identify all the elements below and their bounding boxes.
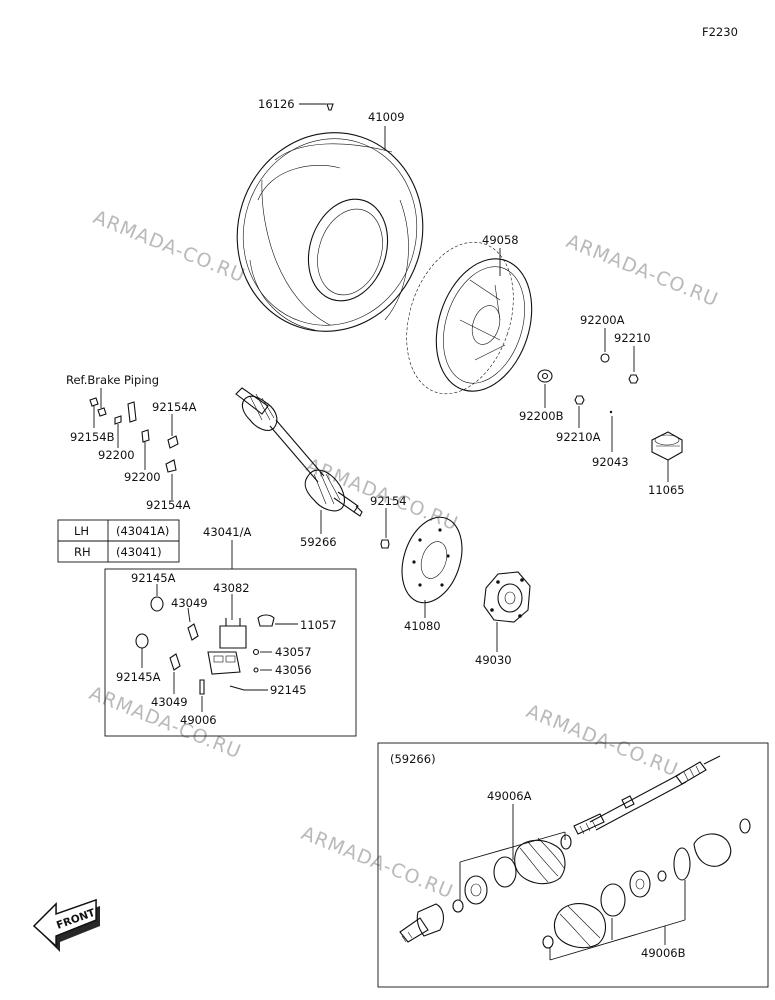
label-92154B: 92154B xyxy=(70,430,115,444)
label-49006: 49006 xyxy=(180,713,217,727)
label-92200B: 92200B xyxy=(519,409,564,423)
side-table-lh-part: (43041A) xyxy=(116,524,169,538)
label-92210A: 92210A xyxy=(556,430,601,444)
caliper-box xyxy=(104,568,357,737)
front-arrow-icon: FRONT xyxy=(32,899,100,952)
hub-drawing xyxy=(483,571,531,623)
brake-disc-drawing xyxy=(401,516,463,604)
label-43056: 43056 xyxy=(275,663,312,677)
label-92145: 92145 xyxy=(270,683,307,697)
label-92210: 92210 xyxy=(614,331,651,345)
label-49058: 49058 xyxy=(482,233,519,247)
side-table: LH (43041A) RH (43041) xyxy=(57,519,180,563)
label-49006A: 49006A xyxy=(487,789,532,803)
shaft-detail-drawing xyxy=(399,755,751,949)
label-92154A-bot: 92154A xyxy=(146,498,191,512)
valve-stem-drawing xyxy=(326,103,334,111)
bolt-92154-drawing xyxy=(380,539,390,549)
label-49030: 49030 xyxy=(475,653,512,667)
detail-leaders xyxy=(459,804,686,961)
watermark-2: ARMADA-CO.RU xyxy=(563,230,721,311)
figure-code: F2230 xyxy=(702,25,738,39)
ref-brake-piping: Ref.Brake Piping xyxy=(66,373,159,387)
hardware-right xyxy=(537,353,639,414)
label-43049-bot: 43049 xyxy=(151,695,188,709)
label-41009: 41009 xyxy=(368,110,405,124)
label-43041A: 43041/A xyxy=(203,525,251,539)
label-92145A-top: 92145A xyxy=(131,571,176,585)
label-92200A: 92200A xyxy=(580,313,625,327)
detail-box xyxy=(377,742,769,988)
drive-shaft-drawing xyxy=(235,387,363,517)
label-43057: 43057 xyxy=(275,645,312,659)
label-59266: 59266 xyxy=(300,535,337,549)
caliper-leaders xyxy=(141,584,298,712)
watermark-1: ARMADA-CO.RU xyxy=(90,206,248,287)
label-92043: 92043 xyxy=(592,455,629,469)
label-92154: 92154 xyxy=(370,494,407,508)
side-table-lh: LH xyxy=(74,524,89,538)
hub-nut-drawing xyxy=(651,431,683,461)
label-92200-1: 92200 xyxy=(98,448,135,462)
label-92145A-bot: 92145A xyxy=(116,670,161,684)
label-11057: 11057 xyxy=(300,618,337,632)
label-41080: 41080 xyxy=(404,619,441,633)
label-16126: 16126 xyxy=(258,97,295,111)
wheel-drawing xyxy=(406,241,533,395)
label-43049-top: 43049 xyxy=(171,596,208,610)
label-49006B: 49006B xyxy=(641,946,686,960)
label-43082: 43082 xyxy=(213,581,250,595)
watermark-6: ARMADA-CO.RU xyxy=(298,822,456,903)
tire-drawing xyxy=(236,132,424,332)
brake-piping-parts xyxy=(89,388,179,500)
leaders-top xyxy=(299,103,669,482)
watermark-5: ARMADA-CO.RU xyxy=(523,700,681,781)
detail-box-label: (59266) xyxy=(390,752,436,766)
label-92154A-top: 92154A xyxy=(152,400,197,414)
side-table-rh-part: (43041) xyxy=(116,545,162,559)
caliper-parts xyxy=(135,596,275,695)
label-11065: 11065 xyxy=(648,483,685,497)
side-table-rh: RH xyxy=(74,545,91,559)
label-92200-2: 92200 xyxy=(124,470,161,484)
